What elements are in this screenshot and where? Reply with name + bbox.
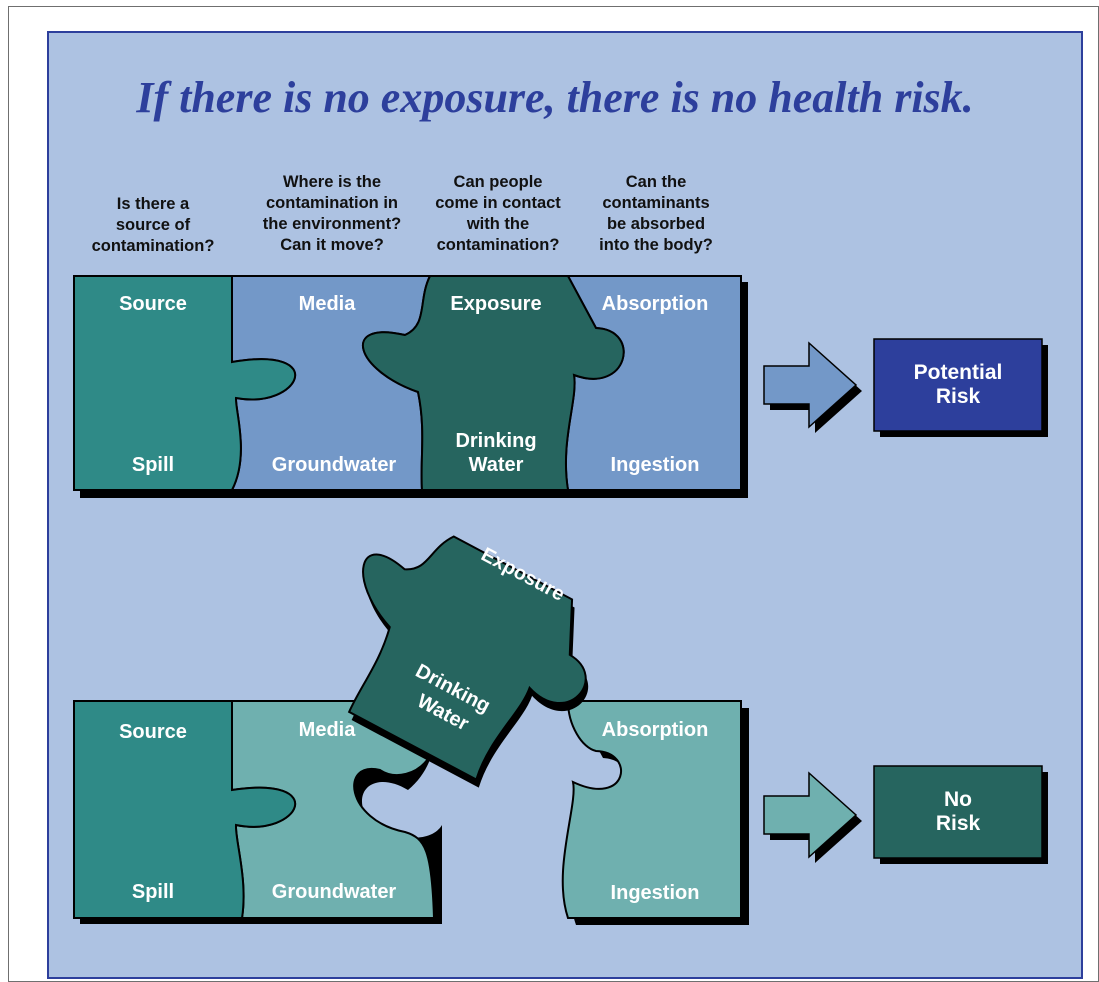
top-arrow (763, 341, 858, 429)
top-absorption-example: Ingestion (611, 454, 700, 476)
bottom-arrow (763, 771, 858, 859)
question-exposure: Can people come in contact with the cont… (435, 173, 561, 254)
diagram-title: If there is no exposure, there is no hea… (136, 73, 974, 122)
bottom-source-label: Source (119, 721, 187, 743)
potential-risk-line2: Risk (936, 385, 981, 408)
bottom-source-piece (73, 700, 296, 919)
question-source: Is there a source of contamination? (91, 195, 215, 255)
no-risk-line1: No (944, 788, 972, 811)
top-source-label: Source (119, 293, 187, 315)
question-media: Where is the contamination in the enviro… (262, 173, 402, 254)
top-source-piece (73, 275, 296, 491)
bottom-media-label: Media (299, 719, 357, 741)
top-exposure-example-line2: Water (469, 454, 524, 476)
bottom-absorption-example: Ingestion (611, 882, 700, 904)
question-absorption: Can the contaminants be absorbed into th… (599, 173, 713, 254)
detached-exposure-group (347, 535, 589, 788)
bottom-source-example: Spill (132, 881, 174, 903)
potential-risk-line1: Potential (914, 361, 1003, 384)
top-exposure-label: Exposure (450, 293, 541, 315)
top-absorption-label: Absorption (602, 293, 709, 315)
bottom-media-example: Groundwater (272, 881, 397, 903)
detached-exposure-piece (347, 535, 587, 781)
top-media-label: Media (299, 293, 357, 315)
top-media-example: Groundwater (272, 454, 397, 476)
potential-risk-box (873, 338, 1043, 432)
bottom-absorption-label: Absorption (602, 719, 709, 741)
no-risk-line2: Risk (936, 812, 981, 835)
no-risk-box (873, 765, 1043, 859)
top-source-example: Spill (132, 454, 174, 476)
bottom-absorption-piece (561, 700, 742, 919)
top-exposure-example-line1: Drinking (455, 430, 536, 452)
top-exposure-piece (361, 275, 625, 491)
